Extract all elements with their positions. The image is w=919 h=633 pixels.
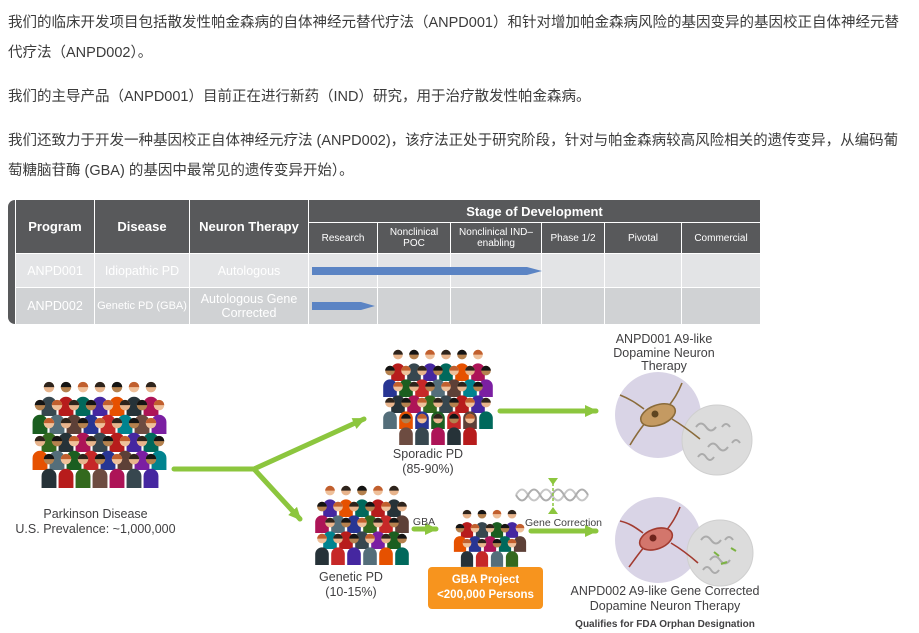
row-anpd002-program: ANPD002: [16, 288, 94, 324]
gene-corrected-marks: [713, 547, 737, 565]
col-header-disease: Disease: [95, 200, 189, 253]
paragraph-lead-product: 我们的主导产品（ANPD001）目前正在进行新药（IND）研究，用于治疗散发性帕…: [8, 89, 591, 105]
col-header-program: Program: [16, 200, 94, 253]
sporadic-pd-label: Sporadic PD(85-90%): [392, 447, 464, 476]
stage-col-phase12: Phase 1/2: [542, 223, 604, 253]
row-anpd002-stage-track: [309, 288, 760, 324]
anpd002-progress-arrow: [312, 300, 376, 312]
pipeline-table: Program Disease Neuron Therapy Stage of …: [8, 200, 760, 324]
col-header-neuron-therapy: Neuron Therapy: [190, 200, 308, 253]
stage-col-ind-enabling: Nonclinical IND–enabling: [451, 223, 541, 253]
branch-arrow-genetic: [251, 466, 303, 522]
anpd002-neuron-illustration: [615, 497, 754, 587]
branch-arrow-sporadic: [251, 416, 367, 472]
orphan-designation-label: Qualifies for FDA Orphan Designation: [575, 619, 755, 630]
row-anpd002-disease: Genetic PD (GBA): [95, 288, 189, 324]
stage-col-research: Research: [309, 223, 377, 253]
paragraph-gene-corrected: 我们还致力于开发一种基因校正自体神经元疗法 (ANPD002)，该疗法正处于研究…: [8, 133, 899, 179]
dna-gene-correction-icon: [515, 478, 589, 514]
stage-col-commercial: Commercial: [682, 223, 760, 253]
row-anpd001-disease: Idiopathic PD: [95, 254, 189, 287]
gba-arrow-label: GBA: [412, 516, 436, 528]
flow-arrows: [171, 405, 599, 537]
stage-col-pivotal: Pivotal: [605, 223, 681, 253]
diagram-graphics: [32, 349, 754, 587]
cell-fiber-squiggles: [695, 422, 741, 461]
pipeline-grid: Program Disease Neuron Therapy Stage of …: [16, 200, 760, 324]
gba-subset-crowd: [453, 509, 527, 567]
table-left-accent-bar: [8, 200, 15, 324]
sporadic-pd-crowd: [383, 349, 493, 445]
paragraph-clinical-programs: 我们的临床开发项目包括散发性帕金森病的自体神经元替代疗法（ANPD001）和针对…: [8, 15, 899, 61]
row-anpd002-therapy: Autologous Gene Corrected: [190, 288, 308, 324]
row-anpd001-therapy: Autologous: [190, 254, 308, 287]
gene-correction-label: Gene Correction: [524, 517, 603, 529]
row-anpd001-stage-track: [309, 254, 760, 287]
stage-of-development-header: Stage of Development: [309, 200, 760, 222]
anpd001-progress-arrow: [312, 265, 543, 277]
anpd001-neuron-illustration: [615, 372, 753, 476]
stage-col-nonclinical-poc: Nonclinical POC: [378, 223, 450, 253]
parkinson-population-crowd: [32, 381, 167, 488]
row-anpd001-program: ANPD001: [16, 254, 94, 287]
gba-project-badge: GBA Project<200,000 Persons: [428, 567, 543, 609]
genetic-pd-crowd: [315, 485, 409, 565]
genetic-pd-label: Genetic PD(10-15%): [319, 570, 383, 599]
